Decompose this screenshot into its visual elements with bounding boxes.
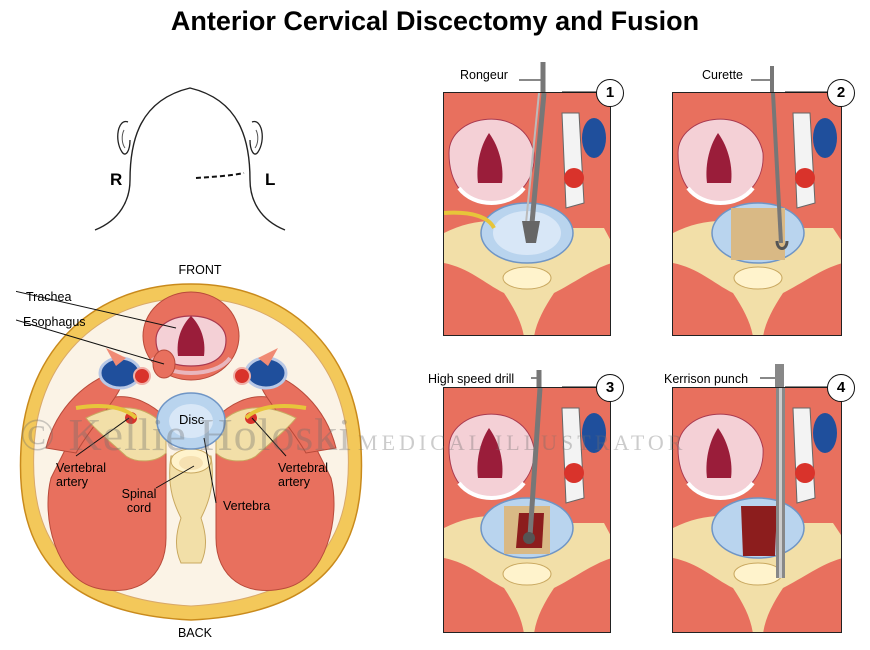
step-3-number-badge: 3 [596, 374, 624, 402]
step-panel-1 [443, 92, 611, 336]
step-2-tool-label: Curette [702, 68, 743, 82]
vertebral-artery-left-label: Vertebral artery [278, 461, 329, 489]
step-4-illustration [673, 388, 841, 632]
step-1-number-badge: 1 [596, 79, 624, 107]
spinal-cord-label: Spinal cord [121, 487, 157, 515]
step-1-tool-label: Rongeur [460, 68, 508, 82]
disc-label: Disc [179, 412, 205, 427]
vertebral-artery-right-label: Vertebral artery [56, 461, 107, 489]
page-title: Anterior Cervical Discectomy and Fusion [170, 6, 700, 36]
neck-cross-section-illustration [16, 283, 363, 621]
step-2-number-badge: 2 [827, 79, 855, 107]
step-4-number-badge: 4 [827, 374, 855, 402]
step-4-tool-label: Kerrison punch [664, 372, 749, 386]
step-3-tool-label: High speed drill [428, 372, 515, 386]
right-side-label: R [110, 170, 123, 189]
left-side-label: L [265, 170, 276, 189]
step-panel-4 [672, 387, 842, 633]
step-panel-3 [443, 387, 611, 633]
step-1-illustration [444, 93, 610, 335]
back-label: BACK [177, 626, 213, 640]
trachea-label: Trachea [26, 290, 72, 304]
front-label: FRONT [178, 263, 222, 277]
watermark-name: © Kellie Holoski [20, 409, 353, 460]
step-3-illustration [444, 388, 610, 632]
esophagus-label: Esophagus [23, 315, 86, 329]
head-outline-illustration [94, 87, 286, 231]
step-panel-2 [672, 92, 842, 336]
watermark-subtitle: MEDICAL ILLUSTRATOR [358, 430, 687, 455]
step-2-illustration [673, 93, 841, 335]
vertebra-label: Vertebra [223, 499, 271, 513]
